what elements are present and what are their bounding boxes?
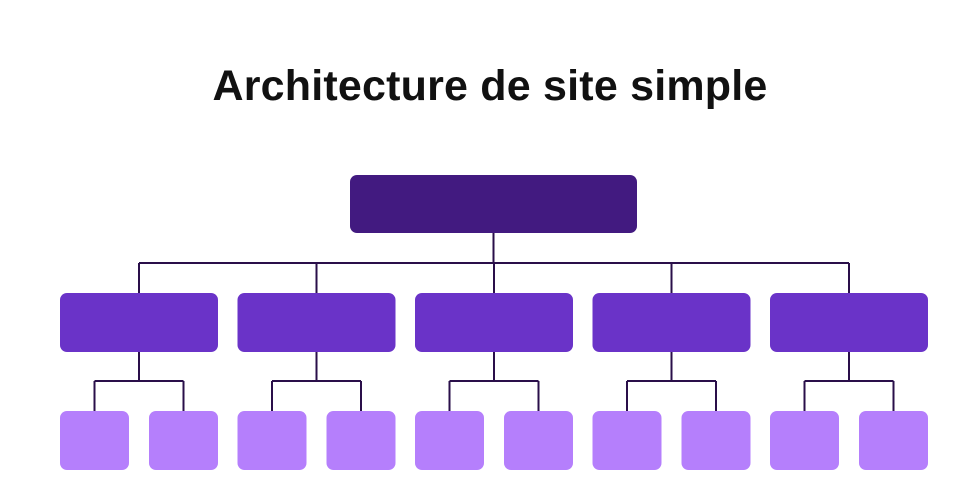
subpage-box (681, 411, 751, 470)
subpage-box (592, 411, 662, 470)
subpage-box (415, 411, 484, 470)
category-page-box (237, 293, 396, 352)
subpage-box (326, 411, 396, 470)
root-page-box (350, 175, 637, 233)
subpage-box (859, 411, 928, 470)
subpage-box (149, 411, 218, 470)
subpage-box (504, 411, 573, 470)
category-page-box (592, 293, 751, 352)
category-page-box (770, 293, 928, 352)
subpage-box (770, 411, 839, 470)
subpage-box (237, 411, 307, 470)
category-page-box (415, 293, 573, 352)
category-page-box (60, 293, 218, 352)
diagram-title: Architecture de site simple (212, 62, 768, 110)
subpage-box (60, 411, 129, 470)
